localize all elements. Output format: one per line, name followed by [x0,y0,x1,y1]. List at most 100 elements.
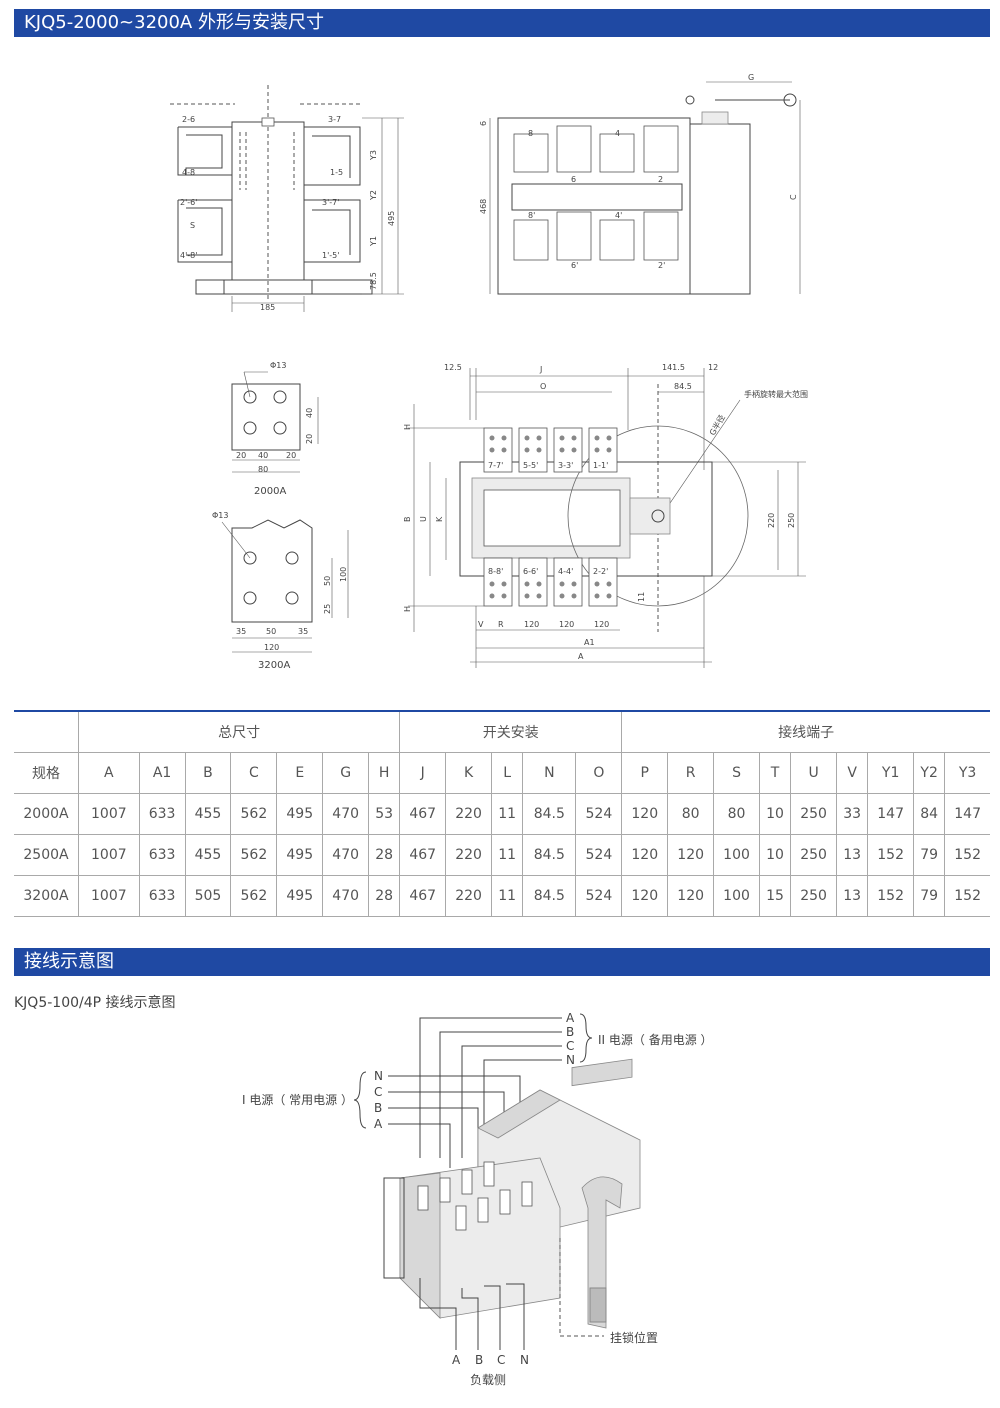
term-7-7p: 7-7' [488,461,503,470]
cell: 220 [445,834,492,876]
dim-468: 468 [479,199,488,214]
side-view-drawing: 8 4 6 2 8' 4' 6' 2' G C 6 468 [479,73,801,295]
plate-2000-phi: Φ13 [270,361,286,370]
side-term-4: 4 [615,129,620,138]
dim-495: 495 [387,211,396,226]
term-4-4p: 4-4' [558,567,573,576]
plan-dim-h-bottom: H [403,606,412,612]
cell: 3200A [14,875,79,917]
cell: 11 [491,834,523,876]
cell: 505 [184,875,231,917]
label-3p-7p: 3'-7' [322,198,339,207]
cell: 100 [713,834,760,876]
cell: 495 [276,875,323,917]
cell: 220 [445,875,492,917]
plate-2000a-drawing: Φ13 20 40 20 40 20 80 2000A [231,361,319,497]
cell: 100 [713,875,760,917]
col-t: T [758,752,791,794]
col-b: B [184,752,231,794]
cell: 13 [836,834,868,876]
src1-phase-a: A [374,1117,383,1131]
plan-dim-a: A [578,652,584,661]
src2-phase-c: C [566,1039,574,1053]
cell: 147 [867,793,914,835]
cell: 15 [758,875,791,917]
label-4p-8p: 4'-8' [180,251,197,260]
col-e: E [276,752,323,794]
term-3-3p: 3-3' [558,461,573,470]
plate-3200-label: 3200A [258,660,290,671]
dim-y2: Y2 [369,190,378,201]
plan-dim-u: U [419,516,428,522]
label-2p-6p: 2'-6' [180,198,197,207]
cell: 152 [944,834,990,876]
g-radius-label: G半径 [707,413,727,437]
plan-dim-120c: 120 [594,620,609,629]
cell: 53 [368,793,400,835]
cell: 470 [322,834,369,876]
plan-dim-a1: A1 [584,638,595,647]
col-a1: A1 [138,752,186,794]
group-overall-size: 总尺寸 [77,711,400,753]
label-4-8: 4-8 [182,168,195,177]
cell: 79 [913,875,945,917]
label-3-7: 3-7 [328,115,341,124]
source-2-label: II 电源（ 备用电源 ） [598,1033,713,1047]
dim-y1: Y1 [369,236,378,247]
switch-illustration [383,1058,641,1337]
cell: 79 [913,834,945,876]
plate-3200a-drawing: Φ13 35 50 35 120 50 25 100 3200A [212,511,349,671]
label-s: S [190,221,195,230]
cell: 1007 [78,834,140,876]
table-header-row: 规格 A A1 B C E G H J K L N O P R S T U V … [14,752,990,794]
term-5-5p: 5-5' [523,461,538,470]
dim-y3: Y3 [369,150,378,161]
cell: 524 [575,834,622,876]
side-term-2: 2 [658,175,663,184]
plan-dim-84-5: 84.5 [674,382,692,391]
cell: 524 [575,875,622,917]
cell: 524 [575,793,622,835]
source-2-group: A B C N II 电源（ 备用电源 ） [419,1011,713,1158]
cell: 470 [322,875,369,917]
group-terminals: 接线端子 [621,711,990,753]
cell: 152 [944,875,990,917]
wiring-subtitle: KJQ5-100/4P 接线示意图 [14,995,176,1011]
cell: 467 [399,875,446,917]
col-y1: Y1 [867,752,914,794]
lock-position-label: 挂锁位置 [610,1330,658,1345]
cell: 495 [276,834,323,876]
cell: 120 [621,875,668,917]
table-row: 2000A 1007 633 455 562 495 470 53 467 22… [14,793,990,835]
col-j: J [399,752,446,794]
cell: 562 [230,834,277,876]
plate-3200-dim-100: 100 [339,567,348,582]
dim-185: 185 [260,303,275,312]
col-u: U [790,752,837,794]
col-g: G [322,752,369,794]
plan-dim-k: K [435,516,444,522]
cell: 250 [790,793,837,835]
cell: 80 [713,793,760,835]
plate-3200-dim-35b: 35 [298,627,308,636]
side-term-4p: 4' [615,211,622,220]
plan-dim-b: B [403,517,412,523]
col-spec: 规格 [14,752,79,794]
cell: 562 [230,875,277,917]
table-group-row: 总尺寸 开关安装 接线端子 [14,711,990,753]
plate-2000-label: 2000A [254,486,286,497]
group-switch-mount: 开关安装 [399,711,622,753]
plate-2000-dim-80: 80 [258,465,268,474]
cell: 250 [790,875,837,917]
dim-78-5: 78.5 [369,272,378,290]
cell: 152 [867,875,914,917]
col-k: K [445,752,492,794]
cell: 633 [138,793,186,835]
plan-dim-r: R [498,620,504,629]
cell: 633 [138,834,186,876]
col-a: A [78,752,140,794]
col-l: L [491,752,523,794]
side-term-8p: 8' [528,211,535,220]
table-row: 2500A 1007 633 455 562 495 470 28 467 22… [14,834,990,876]
side-term-8: 8 [528,129,533,138]
